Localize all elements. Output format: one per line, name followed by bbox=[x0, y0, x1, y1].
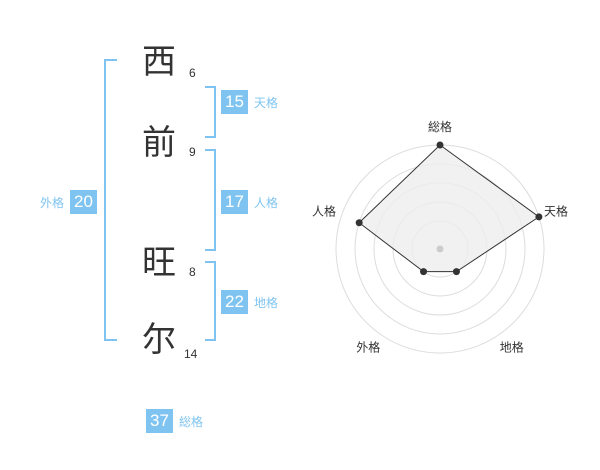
gaikaku-value: 20 bbox=[70, 190, 98, 214]
radar-axis-label-1: 天格 bbox=[544, 203, 568, 218]
jinkaku-label: 人格 bbox=[254, 195, 279, 210]
radar-axis-label-3: 外格 bbox=[356, 340, 380, 355]
name-char-1-strokes: 6 bbox=[189, 66, 196, 80]
tenkaku-bracket bbox=[205, 86, 216, 138]
chikaku-badge: 22 地格 bbox=[221, 290, 278, 314]
radar-points bbox=[355, 141, 543, 276]
gaikaku-bracket bbox=[104, 59, 117, 341]
radar-axis-label-4: 人格 bbox=[312, 203, 336, 218]
jinkaku-badge: 17 人格 bbox=[221, 190, 278, 214]
jinkaku-bracket bbox=[205, 149, 216, 251]
radar-axis-label-2: 地格 bbox=[500, 340, 524, 355]
name-char-3: 旺 bbox=[142, 243, 176, 283]
radar-point-3 bbox=[420, 268, 428, 276]
chikaku-value: 22 bbox=[221, 290, 248, 314]
soukaku-badge: 37 総格 bbox=[146, 409, 203, 433]
radar-point-4 bbox=[355, 219, 363, 227]
jinkaku-value: 17 bbox=[221, 190, 248, 214]
name-char-2: 前 bbox=[142, 123, 176, 163]
tenkaku-label: 天格 bbox=[254, 95, 279, 110]
radar-area bbox=[358, 144, 540, 273]
name-char-4-strokes: 14 bbox=[184, 347, 198, 361]
radar-point-1 bbox=[535, 213, 543, 221]
soukaku-value: 37 bbox=[146, 409, 173, 433]
radar-center-dot bbox=[436, 245, 444, 253]
radar-point-0 bbox=[436, 141, 444, 149]
name-char-1: 西 bbox=[142, 42, 176, 82]
tenkaku-value: 15 bbox=[221, 90, 248, 114]
chikaku-label: 地格 bbox=[254, 295, 279, 310]
name-char-4: 尔 bbox=[142, 320, 176, 360]
soukaku-label: 総格 bbox=[179, 414, 204, 429]
radar-axis-label-0: 総格 bbox=[428, 119, 452, 134]
radar-point-2 bbox=[452, 268, 460, 276]
name-char-3-strokes: 8 bbox=[189, 265, 196, 279]
name-char-2-strokes: 9 bbox=[189, 145, 196, 159]
chikaku-bracket bbox=[205, 261, 216, 341]
tenkaku-badge: 15 天格 bbox=[221, 90, 278, 114]
gaikaku-badge: 外格 20 bbox=[40, 190, 98, 214]
gaikaku-label: 外格 bbox=[40, 195, 65, 210]
